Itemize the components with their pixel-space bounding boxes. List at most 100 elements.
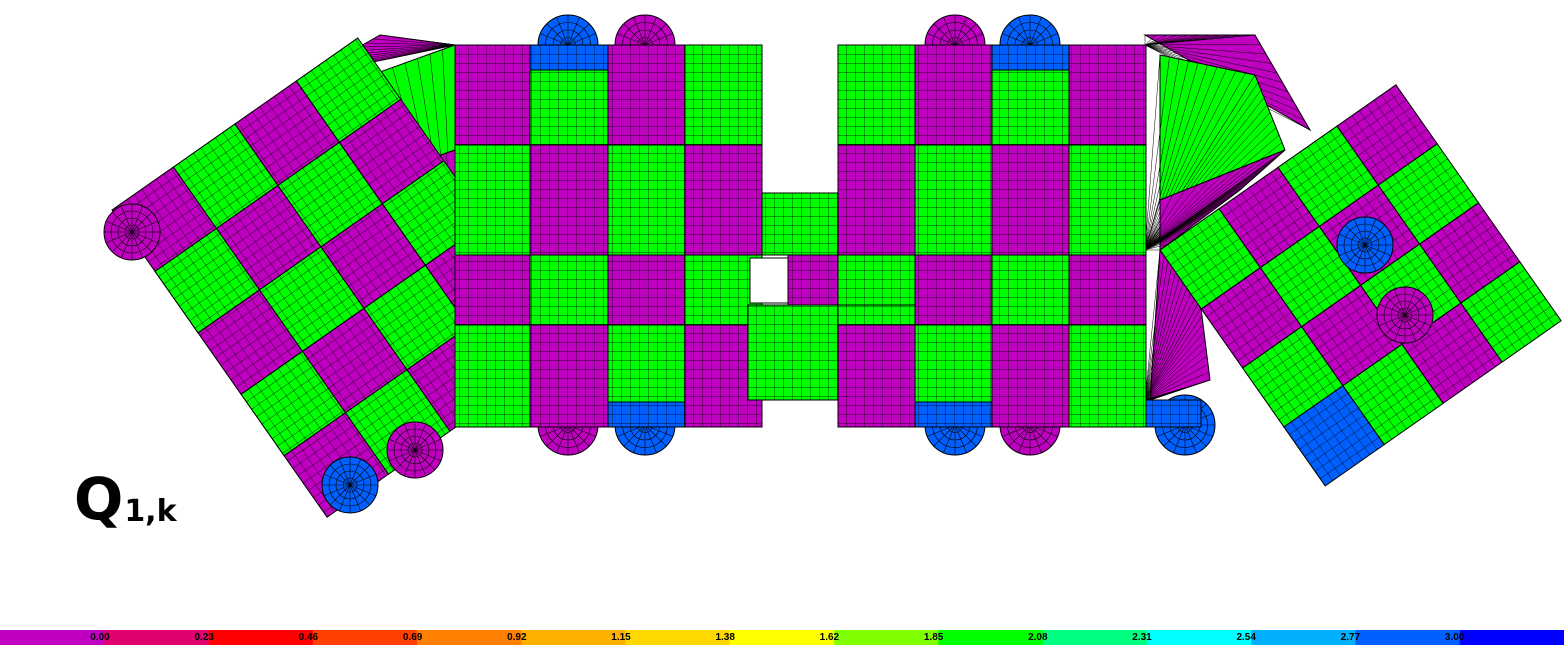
blue-band-top-left-1-mesh	[530, 45, 608, 70]
blue-band-bottom-left-1-edge	[607, 401, 686, 428]
bridge-bottom-edge	[747, 304, 839, 401]
right-plate-cell-1-1-mesh	[915, 145, 992, 255]
right-plate-cell-0-3-mesh	[1069, 45, 1146, 145]
right-wing-block-0-2-mesh	[1242, 326, 1343, 427]
legend-swatch	[208, 630, 314, 645]
right-wing-block-1-1-mesh	[1260, 226, 1361, 327]
legend-swatch	[104, 630, 210, 645]
left-wing-block-0-2-mesh	[198, 289, 303, 395]
legend-tick-label: 2.54	[1236, 632, 1256, 643]
cap-right-wing-1	[1336, 216, 1394, 274]
legend-swatch	[938, 630, 1044, 645]
load-case-symbol: Q	[74, 465, 124, 533]
legend-swatch	[1251, 630, 1357, 645]
right-plate-cell-3-3-edge	[1068, 324, 1147, 428]
legend-tick-label: 2.77	[1340, 632, 1361, 643]
load-case-label: Q1,k	[74, 470, 177, 528]
blue-band-bottom-left-1-mesh	[608, 402, 685, 427]
right-plate-cell-2-3-mesh	[1069, 255, 1146, 325]
left-wing-block-2-0-mesh	[234, 80, 340, 186]
left-plate-cell-2-2-mesh	[608, 255, 685, 325]
left-plate-cell-2-1-mesh	[530, 255, 608, 325]
left-wing-block-1-0-mesh	[173, 123, 278, 229]
blue-band-bottom-right-2-mesh	[1146, 400, 1201, 427]
left-plate-cell-2-0-mesh	[455, 255, 530, 325]
cap-left-wing-3	[386, 421, 444, 479]
left-plate-cell-1-2-mesh	[608, 145, 685, 255]
legend-swatch	[729, 630, 836, 645]
legend-swatch	[834, 630, 940, 645]
right-wing-block-3-2-mesh	[1419, 202, 1520, 304]
left-wing-block-2-3-mesh	[363, 265, 469, 370]
left-wing-block-2-2-mesh	[320, 203, 426, 309]
legend-tick-label: 0.92	[507, 632, 527, 643]
fem-contour-plot	[103, 14, 1562, 518]
left-wing-block-0-1-mesh	[155, 228, 260, 333]
right-wing-block-0-0-mesh	[1160, 208, 1261, 309]
left-plate-cell-0-0-mesh	[455, 45, 530, 145]
right-wing-block-3-1-mesh	[1378, 143, 1479, 245]
fan-low-right	[1144, 248, 1211, 401]
legend-swatch	[417, 630, 523, 645]
legend-tick-label: 3.00	[1444, 632, 1465, 643]
legend-swatch	[1459, 630, 1564, 645]
right-plate-cell-3-2-mesh	[992, 325, 1069, 427]
left-plate-cell-3-0-mesh	[455, 325, 530, 427]
left-plate-cell-0-3-mesh	[685, 45, 762, 145]
legend-swatch	[521, 630, 627, 645]
left-wing-block-1-2-mesh	[259, 246, 364, 352]
right-plate-cell-1-0-mesh	[838, 145, 915, 255]
right-wing-block-3-3-edge	[1460, 261, 1562, 363]
fan-mid-right	[1144, 149, 1286, 251]
right-wing-block-1-2-mesh	[1301, 285, 1402, 386]
left-plate-cell-1-1-mesh	[530, 145, 608, 255]
legend-swatch	[0, 630, 106, 645]
blue-band-bottom-right-1-mesh	[915, 402, 992, 427]
left-wing-block-2-1-mesh	[277, 142, 383, 247]
right-wing-block-0-1-mesh	[1201, 267, 1302, 368]
color-scale-bar	[0, 630, 1564, 645]
left-plate-cell-3-1-mesh	[530, 325, 608, 427]
left-wing-block-3-1-mesh	[339, 99, 444, 204]
right-plate-cell-3-3-mesh	[1069, 325, 1146, 427]
right-wing-block-3-0-mesh	[1336, 84, 1438, 186]
legend-tick-label: 1.62	[819, 632, 840, 643]
right-plate-cell-1-2-mesh	[992, 145, 1069, 255]
cap-right-wing-2	[1376, 286, 1434, 344]
legend-swatch	[1355, 630, 1461, 645]
right-wing-block-1-0-mesh	[1218, 167, 1320, 268]
left-plate-cell-0-2-mesh	[608, 45, 685, 145]
cap-left-wing-2	[321, 456, 379, 514]
legend-swatch	[312, 630, 419, 645]
left-wing-block-1-1-mesh	[216, 185, 321, 290]
bridge-opening	[749, 257, 789, 304]
right-plate-cell-3-0-mesh	[838, 325, 915, 427]
left-wing-block-0-3-mesh	[241, 351, 346, 456]
legend-tick-label: 2.31	[1132, 632, 1152, 643]
legend-tick-label: 0.00	[90, 632, 110, 643]
central-plates	[454, 44, 1202, 428]
legend-tick-label: 0.23	[194, 632, 214, 643]
legend-tick-label: 1.38	[715, 632, 735, 643]
bridge-mid-right-mesh	[838, 255, 915, 305]
legend-tick-label: 2.08	[1028, 632, 1048, 643]
left-wing-block-1-3-mesh	[302, 308, 407, 413]
right-wing-block-2-0-mesh	[1277, 126, 1379, 227]
blue-band-top-right-1-edge	[991, 44, 1070, 71]
legend-tick-label: 1.15	[611, 632, 631, 643]
left-wing-block-3-0-mesh	[296, 37, 401, 143]
right-wing-block-3-3-mesh	[1460, 261, 1562, 363]
legend-swatch	[1146, 630, 1253, 645]
right-plate-cell-2-1-mesh	[915, 255, 992, 325]
blue-band-bottom-right-1-edge	[914, 401, 993, 428]
left-plate-cell-1-3-mesh	[685, 145, 762, 255]
bridge-mid-right-edge	[837, 254, 916, 306]
blue-band-bottom-right-2-edge	[1145, 399, 1202, 428]
right-plate-cell-0-0-mesh	[838, 45, 915, 145]
right-plate-cell-2-2-mesh	[992, 255, 1069, 325]
right-plate-cell-1-3-mesh	[1069, 145, 1146, 255]
blue-band-top-left-1-edge	[529, 44, 609, 71]
blue-band-top-right-1-mesh	[992, 45, 1069, 70]
legend-tick-label: 0.46	[298, 632, 319, 643]
